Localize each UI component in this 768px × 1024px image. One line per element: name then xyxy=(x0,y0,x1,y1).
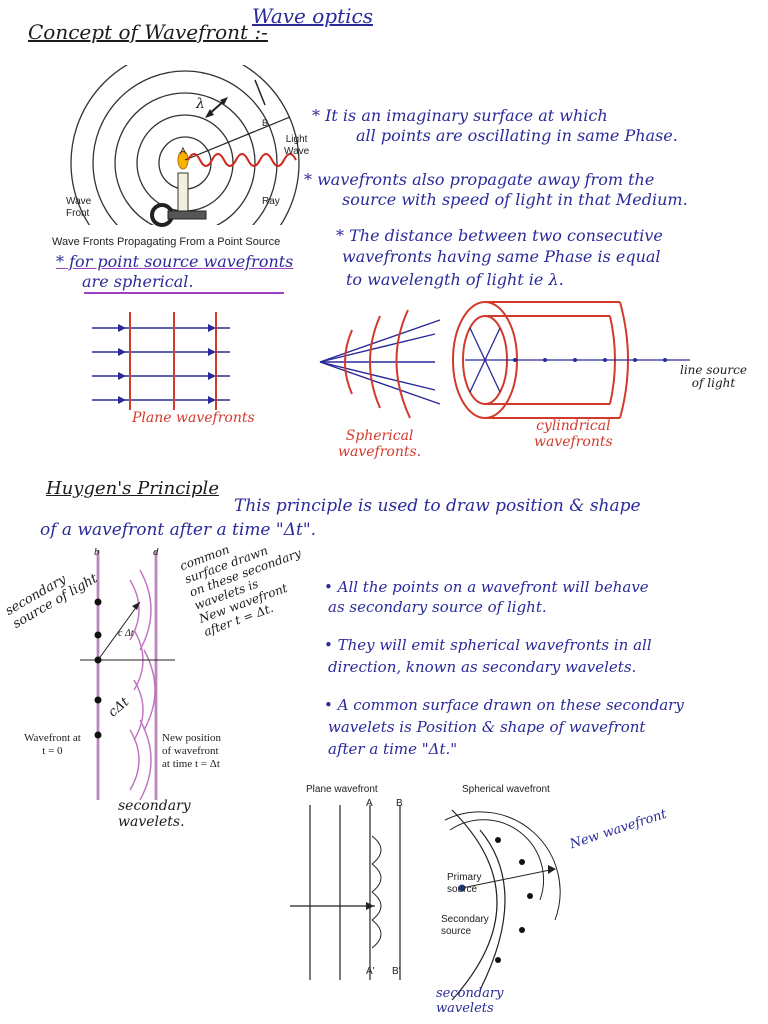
wavefront-at-label: Wavefront at t = 0 xyxy=(24,732,81,757)
secondary-source-label: Secondary source xyxy=(441,914,489,937)
cylindrical-wavefronts-label: cylindrical wavefronts xyxy=(534,418,613,450)
figure1-caption: Wave Fronts Propagating From a Point Sou… xyxy=(52,236,281,248)
huygens-point-3c: after a time "Δt." xyxy=(328,740,458,758)
huygens-point-1a: • All the points on a wavefront will beh… xyxy=(324,578,649,596)
huygens-point-1b: as secondary source of light. xyxy=(328,598,547,616)
subject-title: Wave optics xyxy=(252,4,373,28)
new-position-label: New position of wavefront at time t = Δt xyxy=(162,732,221,770)
label-d-small: d xyxy=(153,546,159,558)
huygens-point-3b: wavelets is Position & shape of wavefron… xyxy=(328,718,646,736)
huygens-intro-2: of a wavefront after a time "Δt". xyxy=(40,520,317,540)
label-b-top: B xyxy=(396,798,403,809)
plane-wavefronts-label: Plane wavefronts xyxy=(132,410,255,426)
note-line-7: to wavelength of light ie λ. xyxy=(346,270,564,289)
huygens-point-2b: direction, known as secondary wavelets. xyxy=(328,658,637,676)
point-source-note-2: are spherical. xyxy=(82,272,194,291)
wavefront-types-figure xyxy=(92,301,690,419)
note-line-5: * The distance between two consecutive xyxy=(336,226,663,245)
construction-figure xyxy=(290,805,561,1001)
huygens-point-3a: • A common surface drawn on these second… xyxy=(324,696,684,714)
note-line-4: source with speed of light in that Mediu… xyxy=(342,190,688,209)
plane-wavefront-title: Plane wavefront xyxy=(306,784,378,795)
label-b: B xyxy=(262,118,269,128)
secondary-wavelets-label-2: secondary wavelets xyxy=(436,986,504,1016)
label-ray: Ray xyxy=(262,196,280,207)
label-a: A xyxy=(180,146,187,156)
primary-source-label: Primary source xyxy=(447,872,482,895)
huygens-point-2a: • They will emit spherical wavefronts in… xyxy=(324,636,652,654)
label-b-small: b xyxy=(94,546,100,558)
spherical-wavefront-title: Spherical wavefront xyxy=(462,784,550,795)
huygens-intro-1: This principle is used to draw position … xyxy=(234,496,641,516)
label-b-bottom: B' xyxy=(392,966,401,977)
label-a-top: A xyxy=(366,798,373,809)
line-source-label: line source of light xyxy=(680,363,747,390)
huygens-figure xyxy=(80,550,175,801)
point-source-note-1: * for point source wavefronts xyxy=(56,252,294,271)
note-line-3: * wavefronts also propagate away from th… xyxy=(304,170,655,189)
purple-underline xyxy=(84,292,284,294)
label-a-bottom: A' xyxy=(366,966,375,977)
huygens-heading: Huygen's Principle xyxy=(46,478,219,499)
note-line-1: * It is an imaginary surface at which xyxy=(312,106,608,125)
label-wave-front: Wave Front xyxy=(66,196,92,219)
spherical-wavefronts-label: Spherical wavefronts. xyxy=(338,428,422,460)
secondary-wavelets-label-1: secondary wavelets. xyxy=(118,798,191,830)
page-title: Concept of Wavefront :- xyxy=(28,20,268,44)
label-light-wave: Light Wave xyxy=(284,134,310,157)
label-c-dt: c Δt xyxy=(118,628,134,639)
point-source-figure xyxy=(70,65,300,227)
note-line-6: wavefronts having same Phase is equal xyxy=(342,247,661,266)
lambda-label: λ xyxy=(196,96,205,112)
note-line-2: all points are oscillating in same Phase… xyxy=(356,126,678,145)
